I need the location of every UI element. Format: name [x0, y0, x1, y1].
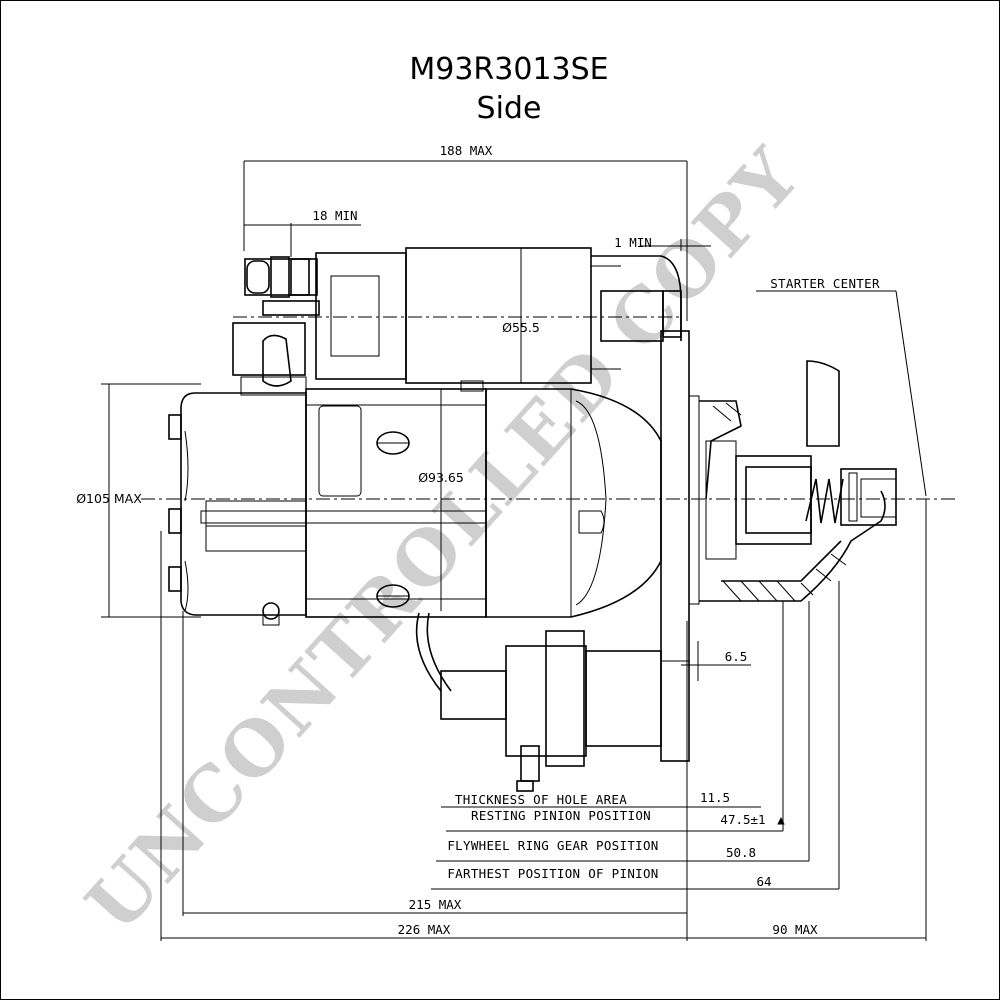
- dim-47-5: 47.5±1: [720, 812, 765, 827]
- dim-body-dia: Ø93.65: [418, 470, 464, 485]
- dim-18-min: 18 MIN: [312, 208, 357, 223]
- starter-outline: [141, 247, 959, 792]
- ring-gear: [806, 360, 840, 447]
- drawing-subtitle: Side: [477, 91, 542, 126]
- wire-connector: [440, 670, 507, 720]
- dim-188-max: 188 MAX: [440, 143, 493, 158]
- dim-max-dia: Ø105 MAX: [76, 491, 142, 506]
- dim-50-8: 50.8: [726, 845, 756, 860]
- rear-end-cap: [180, 392, 307, 616]
- dim-226-max: 226 MAX: [398, 922, 451, 937]
- label-starter-center: STARTER CENTER: [770, 276, 880, 291]
- dim-solenoid-dia: Ø55.5: [502, 320, 540, 335]
- pinion-spring: [805, 478, 844, 524]
- dim-11-5: 11.5: [700, 790, 730, 805]
- label-resting: RESTING PINION POSITION: [471, 808, 651, 823]
- pinion-shaft: [735, 455, 812, 545]
- mounting-flange: [660, 330, 690, 762]
- dimension-lines: [101, 160, 927, 941]
- dim-215-max: 215 MAX: [409, 897, 462, 912]
- drawing-title: M93R3013SE: [409, 52, 608, 87]
- dim-64: 64: [756, 874, 771, 889]
- label-flywheel: FLYWHEEL RING GEAR POSITION: [447, 838, 658, 853]
- dim-90-max: 90 MAX: [772, 922, 818, 937]
- dim-1-min: 1 MIN: [614, 235, 652, 250]
- watermark: UNCONTROLLED COPY: [70, 132, 817, 948]
- label-thickness: THICKNESS OF HOLE AREA: [455, 792, 627, 807]
- label-farthest: FARTHEST POSITION OF PINION: [447, 866, 658, 881]
- resting-flag-icon: ▲: [777, 812, 785, 827]
- nose-housing: [699, 400, 742, 500]
- terminal-stud: [244, 258, 318, 296]
- dim-6-5: 6.5: [725, 649, 748, 664]
